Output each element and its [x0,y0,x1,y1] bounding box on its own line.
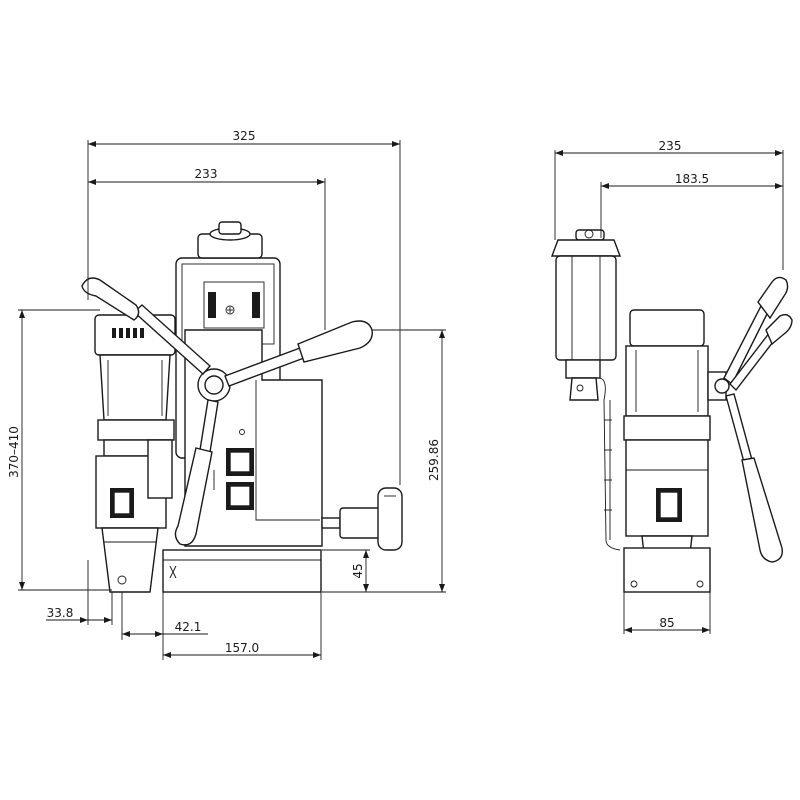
side-handles [707,276,793,563]
dim-depth-to-motor: 183.5 [675,172,709,186]
dim-base-height: 45 [351,563,365,578]
dim-base-offset: 42.1 [175,620,202,634]
dimension-lines-side [554,150,784,634]
dim-stroke-height: 259.86 [427,439,441,481]
magnetic-base [162,549,322,593]
side-main-body [623,309,711,593]
dim-height-range: 370–410 [7,426,21,478]
dim-base-length: 157.0 [225,641,259,655]
side-view: 235 183.5 85 [550,139,793,634]
dim-overall-width: 325 [233,129,256,143]
dim-overall-depth: 235 [659,139,682,153]
adjustment-knob [321,487,403,551]
feed-handles [81,277,373,546]
motor-housing [94,314,176,593]
dim-spindle-offset: 33.8 [47,606,74,620]
dimension-lines-front [18,140,446,660]
dim-width-to-handle: 233 [195,167,218,181]
dim-base-width: 85 [659,616,674,630]
front-view: 325 233 370–410 259.86 45 33.8 42.1 157.… [7,129,446,660]
side-motor [550,229,622,551]
